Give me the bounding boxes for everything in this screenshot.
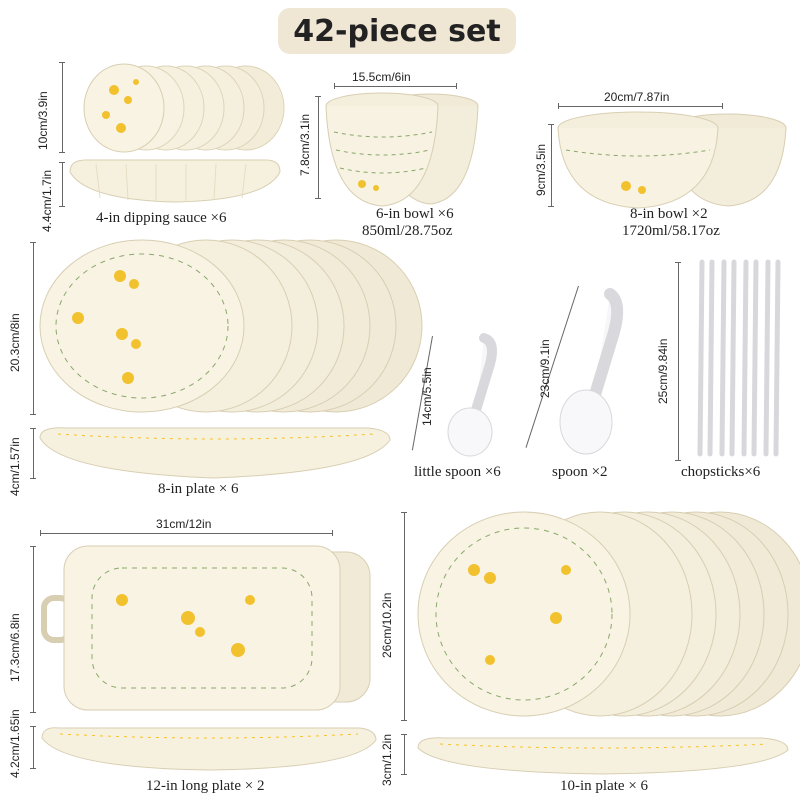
long-plate-front [41,545,341,711]
long-plate-height-side: 4.2cm/1.65in [8,709,22,778]
chopsticks-length: 25cm/9.84in [656,338,670,404]
spoon-label: spoon ×2 [552,464,608,480]
page-title: 42-piece set [278,8,516,54]
little-spoon-image [447,333,497,457]
long-plate-image [41,545,377,771]
plate-8-stack [39,239,423,413]
bowl-6-front [325,92,439,207]
long-plate-label: 12-in long plate × 2 [146,778,265,794]
bowl-8-width: 20cm/7.87in [604,90,670,104]
dipping-sauce-height-top: 10cm/3.9in [36,91,50,150]
spoon-length: 23cm/9.1in [538,339,552,398]
bowl-8-stack-image [557,111,787,209]
bowl-6-height: 7.8cm/3.1in [298,113,312,176]
plate-10-stack-image [417,511,800,775]
plate-10-side [417,737,789,775]
plate-8-diameter: 20.3cm/8in [8,313,22,372]
chopsticks-label: chopsticks×6 [681,464,761,480]
plate-8-height: 4cm/1.57in [8,437,22,496]
bowl-6-stack-image [325,92,479,207]
plate-10-label: 10-in plate × 6 [560,778,649,794]
little-spoon-length: 14cm/5.5in [420,367,434,426]
dipping-sauce-side [69,159,281,203]
plate-8-label: 8-in plate × 6 [158,481,239,497]
bowl-8-front [557,111,719,209]
dipping-sauce-stack-image [69,63,285,203]
bowl-6-label: 6-in bowl ×6 [376,206,454,222]
little-spoon-label: little spoon ×6 [414,464,501,480]
long-plate-height-top: 17.3cm/6.8in [8,613,22,682]
plate-10-stack [417,511,800,717]
plate-8-stack-image [39,239,423,479]
bowl-6-capacity: 850ml/28.75oz [362,223,453,239]
bowl-8-label: 8-in bowl ×2 [630,206,708,222]
chopsticks-image [697,259,781,457]
long-plate-side [41,727,377,771]
dipping-sauce-height-side: 4.4cm/1.7in [40,169,54,232]
plate-8-side [39,427,391,479]
long-plate-width: 31cm/12in [156,517,212,531]
dipping-sauce-label: 4-in dipping sauce ×6 [96,210,227,226]
chopsticks-set [697,259,781,457]
plate-10-diameter: 26cm/10.2in [380,592,394,658]
bowl-8-capacity: 1720ml/58.17oz [622,223,720,239]
plate-10-height: 3cm/1.2in [380,733,394,786]
bowl-6-width: 15.5cm/6in [352,70,411,84]
spoon-image [559,288,624,455]
bowl-8-height: 9cm/3.5in [534,143,548,196]
dipping-sauce-stack [83,63,285,153]
